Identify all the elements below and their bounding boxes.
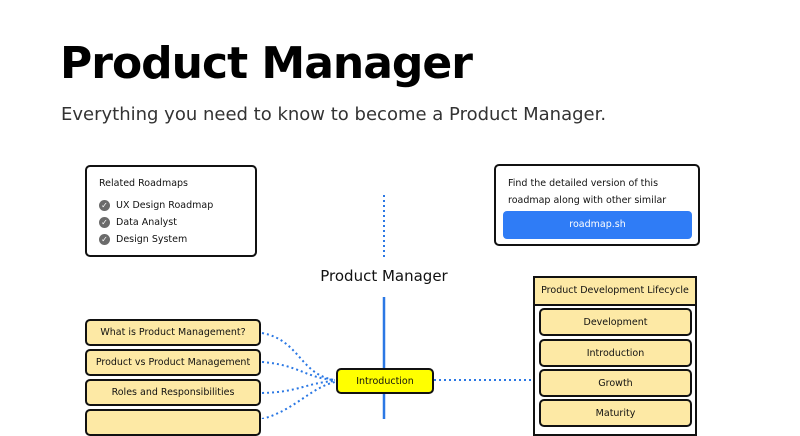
- lifecycle-node-growth[interactable]: Growth: [539, 369, 692, 397]
- detailed-version-panel: Find the detailed version of this roadma…: [494, 164, 700, 246]
- check-circle-icon: ✓: [99, 200, 110, 211]
- roadmap-link-button[interactable]: roadmap.sh: [503, 211, 692, 239]
- related-roadmap-item[interactable]: ✓ Data Analyst: [99, 217, 177, 228]
- connector-product-vs-pm: [261, 361, 336, 381]
- related-roadmap-label: UX Design Roadmap: [116, 200, 214, 211]
- lifecycle-node-introduction[interactable]: Introduction: [539, 339, 692, 367]
- related-roadmap-label: Design System: [116, 234, 188, 245]
- lifecycle-node-maturity[interactable]: Maturity: [539, 399, 692, 427]
- related-roadmap-label: Data Analyst: [116, 217, 177, 228]
- center-node-introduction[interactable]: Introduction: [336, 368, 434, 394]
- page-title: Product Manager: [60, 38, 473, 89]
- connector-what-is-pm: [261, 332, 336, 381]
- connector-roles: [261, 380, 336, 394]
- related-roadmap-item[interactable]: ✓ Design System: [99, 234, 187, 245]
- page-subtitle: Everything you need to know to become a …: [61, 104, 607, 125]
- related-roadmaps-panel: Related Roadmaps ✓ UX Design Roadmap ✓ D…: [85, 165, 257, 257]
- topic-node-what-is-pm[interactable]: What is Product Management?: [85, 319, 261, 346]
- check-circle-icon: ✓: [99, 234, 110, 245]
- check-circle-icon: ✓: [99, 217, 110, 228]
- topic-node-partial[interactable]: [85, 409, 261, 436]
- connector-lines: [261, 195, 533, 419]
- related-roadmap-item[interactable]: ✓ UX Design Roadmap: [99, 200, 213, 211]
- lifecycle-group-title[interactable]: Product Development Lifecycle: [535, 278, 695, 306]
- topic-node-product-vs-pm[interactable]: Product vs Product Management: [85, 349, 261, 376]
- related-roadmaps-title: Related Roadmaps: [99, 178, 188, 189]
- lifecycle-node-development[interactable]: Development: [539, 308, 692, 336]
- diagram-title: Product Manager: [320, 267, 448, 285]
- topic-node-roles[interactable]: Roles and Responsibilities: [85, 379, 261, 406]
